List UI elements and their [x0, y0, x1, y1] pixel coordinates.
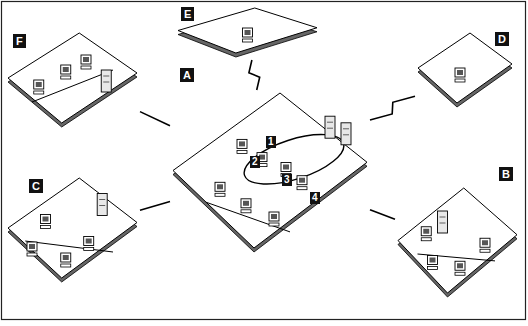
network-link — [140, 202, 170, 211]
site-letter: E — [181, 7, 194, 21]
site-letter: F — [13, 34, 26, 48]
network-platform: B — [395, 185, 520, 300]
lightning-link — [370, 96, 415, 120]
network-platform: D — [415, 30, 515, 110]
platform-outline — [395, 185, 520, 300]
platform-outline — [5, 175, 140, 285]
network-platform: E — [175, 5, 320, 60]
lightning-link — [249, 60, 260, 90]
network-link — [370, 210, 395, 219]
network-platform: F — [5, 30, 140, 130]
network-platform: C — [5, 175, 140, 285]
callout-number: 3 — [282, 174, 292, 186]
site-letter: C — [29, 179, 43, 193]
callout-number: 4 — [310, 192, 320, 204]
platform-outline — [175, 5, 320, 60]
site-letter: B — [499, 167, 513, 181]
site-letter: D — [495, 32, 509, 46]
platform-outline — [170, 90, 370, 255]
callout-number: 1 — [266, 136, 276, 148]
network-link — [140, 112, 170, 126]
network-platform: A1234 — [170, 90, 370, 255]
site-letter: A — [180, 68, 194, 82]
callout-number: 2 — [250, 156, 260, 168]
